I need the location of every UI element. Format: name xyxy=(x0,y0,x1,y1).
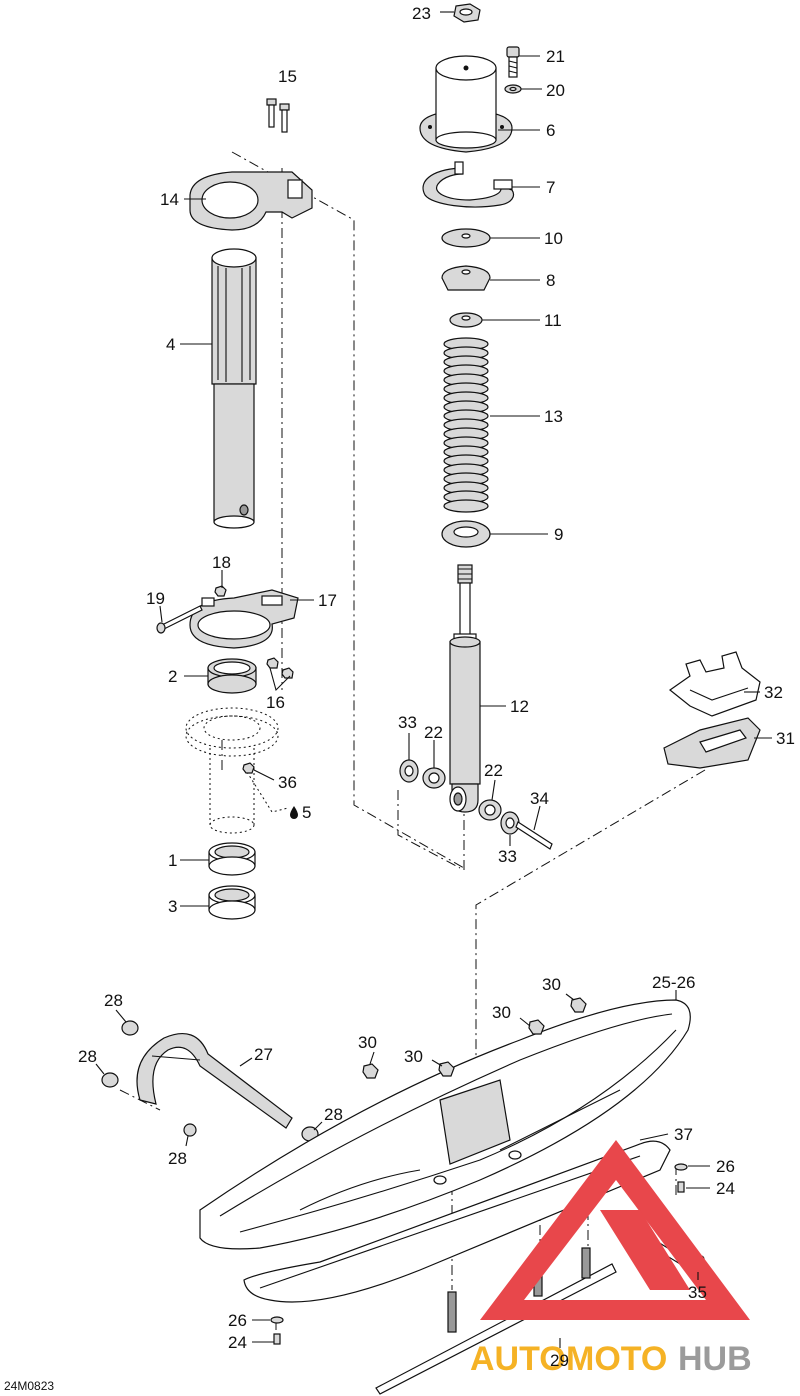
callout-33-bottom: 33 xyxy=(498,847,517,866)
nut-23 xyxy=(453,3,481,23)
callout-20: 20 xyxy=(546,81,565,100)
bushing-33-left xyxy=(399,759,419,783)
callout-27: 27 xyxy=(254,1045,273,1064)
bushing-22-left xyxy=(422,767,446,789)
callout-14: 14 xyxy=(160,190,179,209)
pad-31 xyxy=(663,717,761,769)
callout-37: 37 xyxy=(674,1125,693,1144)
callout-33-top: 33 xyxy=(398,713,417,732)
callout-36: 36 xyxy=(278,773,297,792)
bearing-3 xyxy=(208,885,256,920)
bolts-15 xyxy=(266,98,290,133)
ski-25-26 xyxy=(199,999,691,1250)
callout-28-a: 28 xyxy=(104,991,123,1010)
watermark-moto: MOTO xyxy=(566,1340,667,1378)
callout-26-right: 26 xyxy=(716,1157,735,1176)
nuts-16 xyxy=(266,657,294,679)
plug-28-d xyxy=(183,1123,197,1137)
callout-34: 34 xyxy=(530,789,549,808)
nuts-30 xyxy=(362,997,587,1079)
callout-25-26: 25-26 xyxy=(652,973,695,992)
callout-32: 32 xyxy=(764,683,783,702)
callout-8: 8 xyxy=(546,271,555,290)
screw-24-left xyxy=(273,1333,281,1345)
callout-4: 4 xyxy=(166,335,175,354)
spring-coil xyxy=(443,499,489,513)
nut-18 xyxy=(214,585,227,597)
callout-28-c: 28 xyxy=(324,1105,343,1124)
plug-28-b xyxy=(101,1072,119,1088)
callout-18: 18 xyxy=(212,553,231,572)
callout-30-c: 30 xyxy=(358,1033,377,1052)
spindle-4 xyxy=(211,248,257,529)
callout-2: 2 xyxy=(168,667,177,686)
callout-19: 19 xyxy=(146,589,165,608)
washer-26-left xyxy=(270,1316,284,1324)
screw-24-right xyxy=(677,1181,685,1193)
callout-28-b: 28 xyxy=(78,1047,97,1066)
plug-28-a xyxy=(121,1020,139,1036)
bearing-2 xyxy=(207,658,257,694)
bearing-1 xyxy=(208,842,256,876)
callout-12: 12 xyxy=(510,697,529,716)
washer-20 xyxy=(504,84,522,94)
grease-fitting-36 xyxy=(242,762,255,774)
washer-26-right xyxy=(674,1163,688,1171)
screw-21 xyxy=(506,46,520,78)
callout-24-left: 24 xyxy=(228,1333,247,1352)
callout-11: 11 xyxy=(544,311,562,330)
callout-29: 29 xyxy=(550,1351,569,1370)
washer-11 xyxy=(449,312,483,328)
callout-28-d: 28 xyxy=(168,1149,187,1168)
callout-23: 23 xyxy=(412,4,431,23)
callout-22-right: 22 xyxy=(484,761,503,780)
callout-16: 16 xyxy=(266,693,285,712)
callout-31: 31 xyxy=(776,729,795,748)
callout-5: 5 xyxy=(302,803,311,822)
watermark-text: AUTO MOTO HUB xyxy=(470,1340,752,1378)
bushing-33-right xyxy=(500,811,520,835)
washer-10 xyxy=(441,228,491,248)
washer-9 xyxy=(441,520,491,548)
callout-9: 9 xyxy=(554,525,563,544)
callout-35: 35 xyxy=(688,1283,707,1302)
watermark-logo xyxy=(480,1140,750,1320)
callout-1: 1 xyxy=(168,851,177,870)
callout-26-left: 26 xyxy=(228,1311,247,1330)
shock-12 xyxy=(449,564,481,813)
bracket-14 xyxy=(189,171,313,231)
clamp-17 xyxy=(189,589,299,649)
oil-drop-icon xyxy=(290,806,298,819)
watermark-auto: AUTO xyxy=(470,1340,566,1378)
watermark-hub: HUB xyxy=(678,1340,752,1378)
screw-19 xyxy=(156,605,203,634)
callout-13: 13 xyxy=(544,407,563,426)
callout-30-b: 30 xyxy=(492,1003,511,1022)
callout-7: 7 xyxy=(546,178,555,197)
callout-22-left: 22 xyxy=(424,723,443,742)
callout-24-right: 24 xyxy=(716,1179,735,1198)
callout-21: 21 xyxy=(546,47,565,66)
upper-mount-6 xyxy=(419,55,513,153)
leader-lines xyxy=(95,11,772,1348)
diagram-code: 24M0823 xyxy=(4,1379,54,1393)
circlip-7 xyxy=(422,161,515,208)
bracket-32 xyxy=(668,651,761,717)
runner-37 xyxy=(243,1140,671,1303)
callout-17: 17 xyxy=(318,591,337,610)
callout-30-d: 30 xyxy=(404,1047,423,1066)
spring-13 xyxy=(443,337,489,513)
callout-6: 6 xyxy=(546,121,555,140)
callout-10: 10 xyxy=(544,229,563,248)
bushing-22-right xyxy=(478,799,502,821)
callout-15: 15 xyxy=(278,67,297,86)
callout-30-a: 30 xyxy=(542,975,561,994)
housing-phantom xyxy=(185,707,279,834)
handle-27 xyxy=(136,1033,293,1129)
callout-3: 3 xyxy=(168,897,177,916)
spring-seat-8 xyxy=(441,265,491,291)
callout-labels: 23 21 20 6 7 10 8 11 13 9 12 15 14 4 18 … xyxy=(4,4,795,1393)
bolt-34 xyxy=(515,821,553,850)
